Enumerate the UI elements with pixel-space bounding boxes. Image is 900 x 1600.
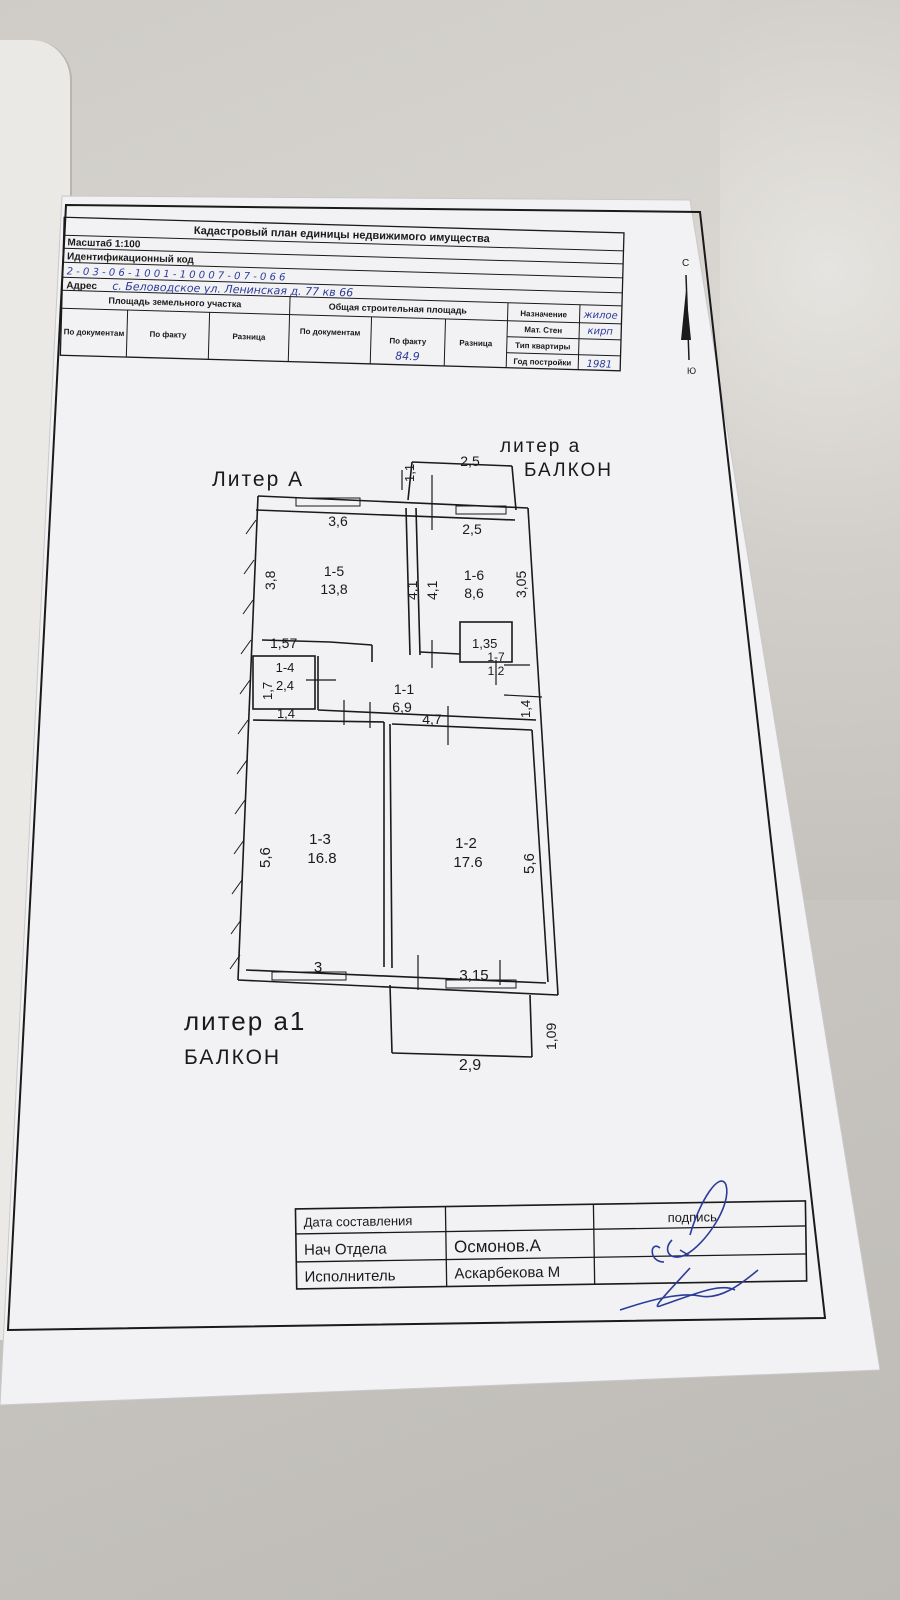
compass-north: С: [682, 258, 689, 269]
liter-a: литер а: [500, 436, 581, 457]
dim-room16-left: 4,1: [424, 580, 440, 600]
handwritten-signature: [619, 1180, 759, 1311]
liter-a1-balcony: БАЛКОН: [184, 1046, 281, 1069]
dim-balcony-bottom-width: 2,9: [459, 1057, 481, 1074]
dim-room16-height: 3,05: [513, 571, 529, 598]
plan-labels: Литер А литер а БАЛКОН литер а1 БАЛКОН 1…: [184, 436, 613, 1074]
room-1-7-id: 1-7: [487, 650, 505, 664]
dim-room15-right: 4,1: [404, 580, 420, 600]
room-1-5-id: 1-5: [324, 563, 344, 579]
build-by-fact-value: 84.9: [395, 350, 420, 364]
room-1-4-area: 2,4: [276, 678, 294, 693]
room-1-6-id: 1-6: [464, 567, 484, 583]
build-area-label: Общая строительная площадь: [329, 302, 468, 316]
purpose-value: жилое: [582, 310, 617, 322]
land-area-label: Площадь земельного участка: [108, 296, 242, 310]
dim-room14-h: 1,7: [260, 682, 275, 700]
liter-main: Литер А: [212, 468, 304, 491]
build-by-fact-header: По факту: [389, 336, 427, 346]
land-by-fact-header: По факту: [149, 330, 187, 340]
compass-south: Ю: [687, 366, 696, 376]
page-frame: [6, 203, 827, 1332]
room-1-3-area: 16.8: [307, 850, 336, 867]
room-1-2-id: 1-2: [455, 835, 477, 852]
paper-sheet: [0, 195, 881, 1406]
apt-type-label: Тип квартиры: [515, 341, 571, 352]
dim-balcony-top-width: 2,5: [460, 453, 480, 469]
dim-room13-h: 5,6: [257, 847, 274, 868]
liter-a1: литер а1: [184, 1006, 306, 1036]
room-1-2-area: 17.6: [453, 854, 482, 871]
land-diff-header: Разница: [232, 332, 266, 342]
room-1-5-area: 13,8: [320, 581, 347, 597]
room-1-1-area: 6,9: [392, 699, 412, 715]
purpose-label: Назначение: [520, 309, 567, 319]
scale-label: Масштаб 1:100: [67, 236, 141, 250]
room-1-6-area: 8,6: [464, 585, 484, 601]
dim-balcony-bottom-depth: 1,09: [543, 1023, 559, 1050]
floor-plan: [229, 461, 559, 1058]
exec-label: Исполнитель: [304, 1267, 395, 1285]
dim-room12-w: 3,15: [459, 967, 488, 984]
id-code-label: Идентификационный код: [67, 250, 195, 266]
dim-balcony-top-depth: 1,1: [402, 464, 417, 482]
signature-table: Дата составления подпись Нач Отдела Осмо…: [294, 1200, 808, 1290]
land-by-docs-header: По документам: [64, 327, 125, 338]
wall-value: кирп: [587, 326, 613, 338]
wall-label: Мат. Стен: [524, 325, 562, 335]
build-by-docs-header: По документам: [300, 327, 361, 338]
year-value: 1981: [586, 359, 612, 371]
dim-room13-w: 3: [314, 959, 322, 976]
room-1-4-id: 1-4: [276, 660, 295, 675]
year-label: Год постройки: [513, 357, 571, 368]
room-1-7-area: 1,2: [488, 664, 505, 678]
dim-room16-width: 2,5: [462, 521, 482, 537]
room-1-3-id: 1-3: [309, 831, 331, 848]
head-label: Нач Отдела: [304, 1240, 387, 1258]
dim-hall-157: 1,57: [270, 635, 297, 651]
compass-arrow-icon: С Ю: [681, 258, 696, 376]
room-1-1-id: 1-1: [394, 681, 414, 697]
head-name: Осмонов.А: [454, 1236, 542, 1256]
dim-hall-w: 4,7: [422, 711, 442, 727]
sign-label: подпись: [668, 1209, 718, 1225]
dim-room15-height: 3,8: [262, 570, 278, 590]
exec-name: Аскарбекова М: [454, 1264, 560, 1283]
date-label: Дата составления: [304, 1213, 413, 1230]
dim-hall-h: 1,4: [518, 700, 533, 718]
build-diff-header: Разница: [459, 338, 493, 348]
dim-room14-w: 1,4: [277, 706, 295, 721]
dim-room17-w: 1,35: [472, 636, 497, 651]
dim-room15-width: 3,6: [328, 513, 348, 529]
dim-room12-h: 5,6: [521, 853, 538, 874]
address-label: Адрес: [66, 280, 97, 292]
liter-a-balcony: БАЛКОН: [524, 460, 613, 481]
